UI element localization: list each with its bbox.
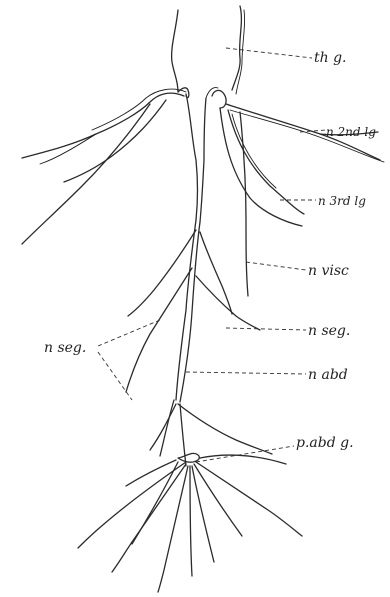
- abd-ray-1: [78, 462, 186, 548]
- label-nerve-visceral: n visc: [308, 263, 349, 279]
- label-nerve-3rd-leg: n 3rd lg: [318, 194, 366, 208]
- segmental-nerves: [126, 230, 260, 392]
- abd-ray-6: [194, 464, 242, 536]
- left-leg-nerve-long: [22, 104, 150, 244]
- leader-n-visc: [246, 262, 306, 270]
- left-connective-top: [172, 10, 178, 92]
- label-nerve-abdominal: n abd: [308, 367, 348, 383]
- abd-ray-5: [192, 466, 214, 562]
- nerve-3rd-leg-outline: [232, 114, 276, 188]
- abdominal-ganglion: [78, 400, 302, 592]
- ganglion-node: [178, 453, 199, 462]
- lower-connective: [176, 220, 200, 402]
- leader-n-abd: [186, 372, 306, 374]
- label-posterior-abdominal-ganglion: p.abd g.: [296, 435, 354, 451]
- upper-connectives: [172, 6, 245, 94]
- labels: th g. n 2nd lg n 3rd lg n visc n seg. n …: [44, 50, 376, 451]
- leader-p-abd-g: [196, 446, 294, 462]
- central-right-strand: [200, 98, 206, 222]
- abd-upper-left: [160, 400, 174, 456]
- abd-upper-right: [178, 404, 272, 454]
- segmental-right-upper: [200, 232, 232, 314]
- left-leg-nerve-mid-outline: [40, 134, 96, 164]
- leader-th-g: [226, 48, 312, 58]
- abd-ray-9: [132, 462, 178, 544]
- abd-ray-4: [190, 466, 192, 576]
- segmental-left-lower: [126, 268, 192, 392]
- abd-ray-8: [126, 460, 176, 486]
- left-leg-nerves: [22, 89, 186, 244]
- lower-connective-left: [176, 220, 196, 400]
- segmental-left-upper: [128, 230, 196, 316]
- leader-lines: [98, 48, 326, 462]
- abd-ray-7: [196, 462, 302, 536]
- label-nerve-2nd-leg: n 2nd lg: [326, 125, 376, 139]
- leader-n-seg-left-lower: [98, 352, 132, 400]
- label-nerve-segmental-left: n seg.: [44, 340, 86, 356]
- label-thoracic-ganglion: th g.: [314, 50, 347, 66]
- central-bundle: [178, 88, 226, 222]
- abd-ray-2: [112, 464, 186, 572]
- leader-n-seg-right: [226, 328, 306, 330]
- central-left-strand: [186, 94, 198, 220]
- central-loop-right: [212, 90, 226, 108]
- left-leg-nerve-loop-outline: [92, 89, 186, 130]
- label-nerve-segmental-right: n seg.: [308, 323, 350, 339]
- abd-ray-3: [158, 466, 188, 592]
